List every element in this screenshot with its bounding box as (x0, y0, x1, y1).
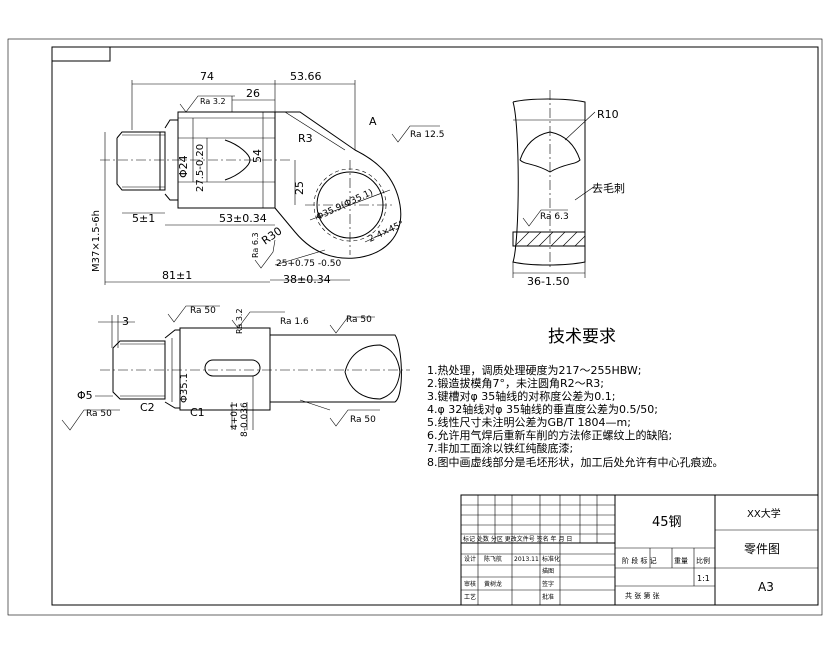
top-view (100, 80, 402, 285)
label-c1: C1 (190, 406, 205, 419)
tb-shade-label: 描图 (542, 567, 554, 575)
tb-ratio-label: 比例 (696, 556, 710, 565)
ra-label-10: Ra 6.3 (540, 212, 569, 222)
tb-size: A3 (758, 580, 774, 594)
tech-item-4: 4.φ 32轴线对φ 35轴线的垂直度公差为0.5/50; (427, 402, 658, 416)
ra-label-7: Ra 50 (346, 315, 372, 325)
dim-26: 26 (246, 87, 260, 100)
dim-74: 74 (200, 70, 214, 83)
tb-sign-label: 签字 (542, 580, 554, 588)
ra-label-9: Ra 50 (350, 415, 376, 425)
tech-item-2: 2.锻造拔模角7°，未注圆角R2～R3; (427, 376, 604, 390)
ra-label-6: Ra 1.6 (280, 317, 309, 327)
tb-std-label: 标准化 (542, 555, 560, 563)
ra-label-8: Ra 50 (86, 409, 112, 419)
tb-scale: 1:1 (697, 574, 710, 583)
dim-r3: R3 (298, 132, 313, 145)
section-view (512, 90, 596, 278)
tb-material: 45钢 (652, 515, 682, 530)
dim-8: 8-0.036 (240, 402, 250, 437)
dim-25-tol: 25+0.75 -0.50 (276, 259, 341, 269)
tb-school: XX大学 (747, 507, 781, 520)
dim-27-5: 27.5-0.20 (195, 144, 206, 192)
dim-81: 81±1 (162, 269, 192, 282)
label-c2: C2 (140, 401, 155, 414)
dim-53: 53±0.34 (219, 212, 267, 225)
dim-54: 54 (251, 149, 264, 163)
dim-m37: M37×1.5-6h (91, 210, 102, 272)
dim-chamfer: 2-4×45° (367, 220, 406, 245)
dim-phi24: Φ24 (177, 155, 190, 178)
ra-label-1: Ra 3.2 (200, 97, 226, 106)
tb-date: 2013.11 (514, 556, 539, 563)
dim-r30: R30 (259, 224, 284, 247)
dim-36: 36-1.50 (527, 275, 569, 288)
tb-designer-label: 设计 (464, 555, 476, 563)
tech-item-3: 3.键槽对φ 35轴线的对称度公差为0.1; (427, 389, 615, 403)
dim-25: 25 (293, 181, 306, 195)
sheet-border (7, 38, 823, 616)
label-a: A (369, 115, 377, 128)
front-view (95, 315, 410, 430)
label-r10: R10 (597, 108, 619, 121)
dim-3: 3 (122, 315, 129, 328)
tb-part-name: 零件图 (744, 542, 780, 556)
dim-5: 5±1 (132, 212, 155, 225)
tb-check-label: 审核 (464, 580, 476, 588)
ra-label-4: Ra 50 (190, 306, 216, 316)
tech-title: 技术要求 (548, 327, 616, 347)
roughness-symbols (61, 95, 568, 431)
tb-sheets: 共 张 第 张 (625, 591, 660, 600)
tech-item-1: 1.热处理，调质处理硬度为217～255HBW; (427, 363, 642, 377)
tb-approve-label: 批准 (542, 593, 554, 601)
tb-designer: 陈飞航 (484, 555, 502, 563)
dim-53-66: 53.66 (290, 70, 322, 83)
tech-item-5: 5.线性尺寸未注明公差为GB/T 1804—m; (427, 415, 631, 429)
tb-weight-label: 重量 (674, 557, 688, 565)
dim-38: 38±0.34 (283, 273, 331, 286)
ra-label-5: Ra 3.2 (235, 308, 244, 334)
tech-item-7: 7.非加工面涂以铁红纯酸底漆; (427, 441, 573, 455)
dim-phi5: Φ5 (77, 389, 93, 402)
dim-phi35-1: Φ35.1 (179, 373, 190, 403)
tech-item-6: 6.允许用气焊后重新车削的方法修正螺纹上的缺陷; (427, 428, 672, 442)
tech-item-8: 8.图中画虚线部分是毛坯形状，加工后处允许有中心孔痕迹。 (427, 455, 724, 469)
label-deburr: 去毛刺 (592, 182, 625, 195)
tb-row-marks: 标记 处数 分区 更改文件号 签名 年 月 日 (463, 535, 572, 543)
frame-border (51, 46, 819, 606)
title-block (460, 494, 819, 606)
corner-tab (51, 46, 111, 62)
dim-4: 4+0.1 (230, 402, 240, 430)
tb-checker: 黄树龙 (484, 580, 502, 588)
ra-label-3: Ra 6.3 (251, 232, 260, 258)
tb-stage-label: 阶 段 标 记 (622, 556, 657, 565)
ra-label-2: Ra 12.5 (410, 130, 444, 140)
tb-craft-label: 工艺 (464, 593, 476, 601)
